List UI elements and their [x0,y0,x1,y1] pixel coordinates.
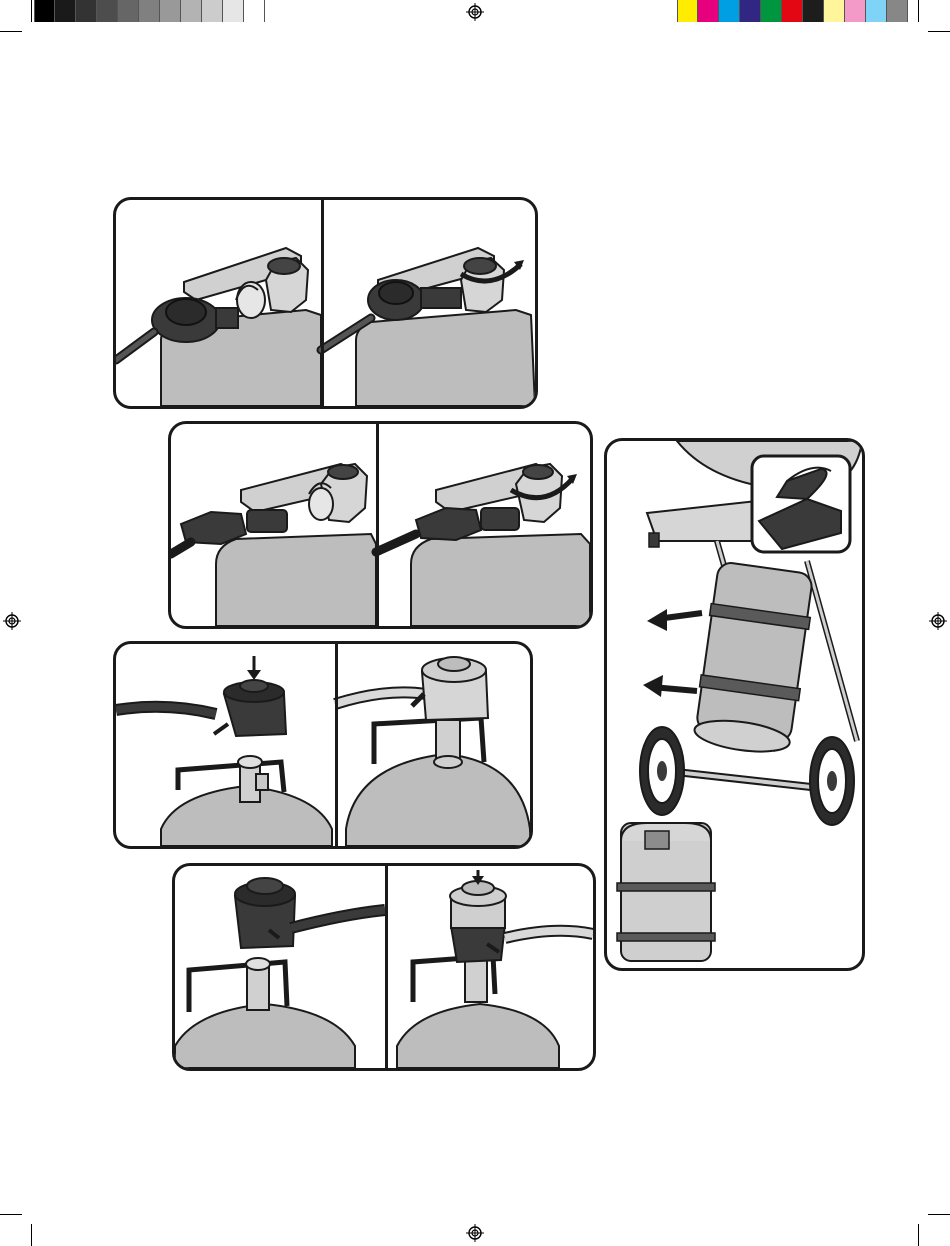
strap-lower [617,933,715,941]
step-align-regulator [116,248,321,406]
pull-arrow-icon [643,675,663,697]
strap-upper [617,883,715,891]
color-swatch [181,0,202,22]
color-swatch [139,0,160,22]
wheel-right [810,737,854,825]
figure-screw-regulator-angled [168,421,593,629]
step-attached-small [397,870,593,1068]
wheel-left [640,727,684,815]
panel-divider [335,644,338,846]
color-swatch [55,0,76,22]
color-swatch [223,0,244,22]
figure-clip-on-regulator-large [113,641,533,849]
step-align-angled [171,464,376,626]
crop-mark [31,1224,32,1246]
crop-mark [31,0,32,22]
color-swatch [782,0,803,22]
figure-clip-on-regulator-small [172,863,596,1071]
crop-mark [918,1224,919,1246]
color-swatch [677,0,698,22]
color-swatch [887,0,908,22]
crop-mark [918,0,919,22]
color-swatch [97,0,118,22]
figure-screw-regulator-horizontal [113,197,538,409]
color-swatch [76,0,97,22]
color-swatch [803,0,824,22]
color-swatch [740,0,761,22]
registration-mark-right-icon [929,612,947,630]
panel-divider [321,200,324,406]
clip-on-large-illustration [116,644,530,846]
angled-regulator-illustration [171,424,590,626]
color-swatch [761,0,782,22]
color-swatch [244,0,265,22]
grayscale-color-bar [34,0,265,22]
cylinder [692,561,817,757]
panel-divider [385,866,388,1068]
color-swatch [824,0,845,22]
registration-mark-bottom-icon [466,1224,484,1242]
step-attached-large [335,657,530,846]
strap-position-detail [617,823,715,961]
color-swatch [719,0,740,22]
color-swatch [698,0,719,22]
figure-cylinder-strap-on-cart [604,438,865,971]
crop-mark [0,31,22,32]
step-tighten-regulator [321,248,535,406]
color-swatch [202,0,223,22]
step-tighten-angled [376,464,590,626]
registration-mark-left-icon [3,612,21,630]
clip-on-small-illustration [175,866,593,1068]
velcro-detail-inset [752,456,850,552]
crop-mark [0,1214,22,1215]
color-swatch [866,0,887,22]
cart-strap-illustration [607,441,862,968]
color-swatch [160,0,181,22]
crop-mark [928,1214,950,1215]
color-swatch [34,0,55,22]
step-press-down-small [175,878,385,1068]
panel-divider [376,424,379,626]
color-swatch [118,0,139,22]
crop-mark [928,31,950,32]
registration-mark-top-icon [466,3,484,21]
color-swatch [845,0,866,22]
process-color-bar [677,0,908,22]
step-press-down-large [116,656,332,846]
screw-regulator-illustration [116,200,535,406]
pull-arrow-icon [647,609,667,631]
push-arrow-icon [247,670,261,680]
